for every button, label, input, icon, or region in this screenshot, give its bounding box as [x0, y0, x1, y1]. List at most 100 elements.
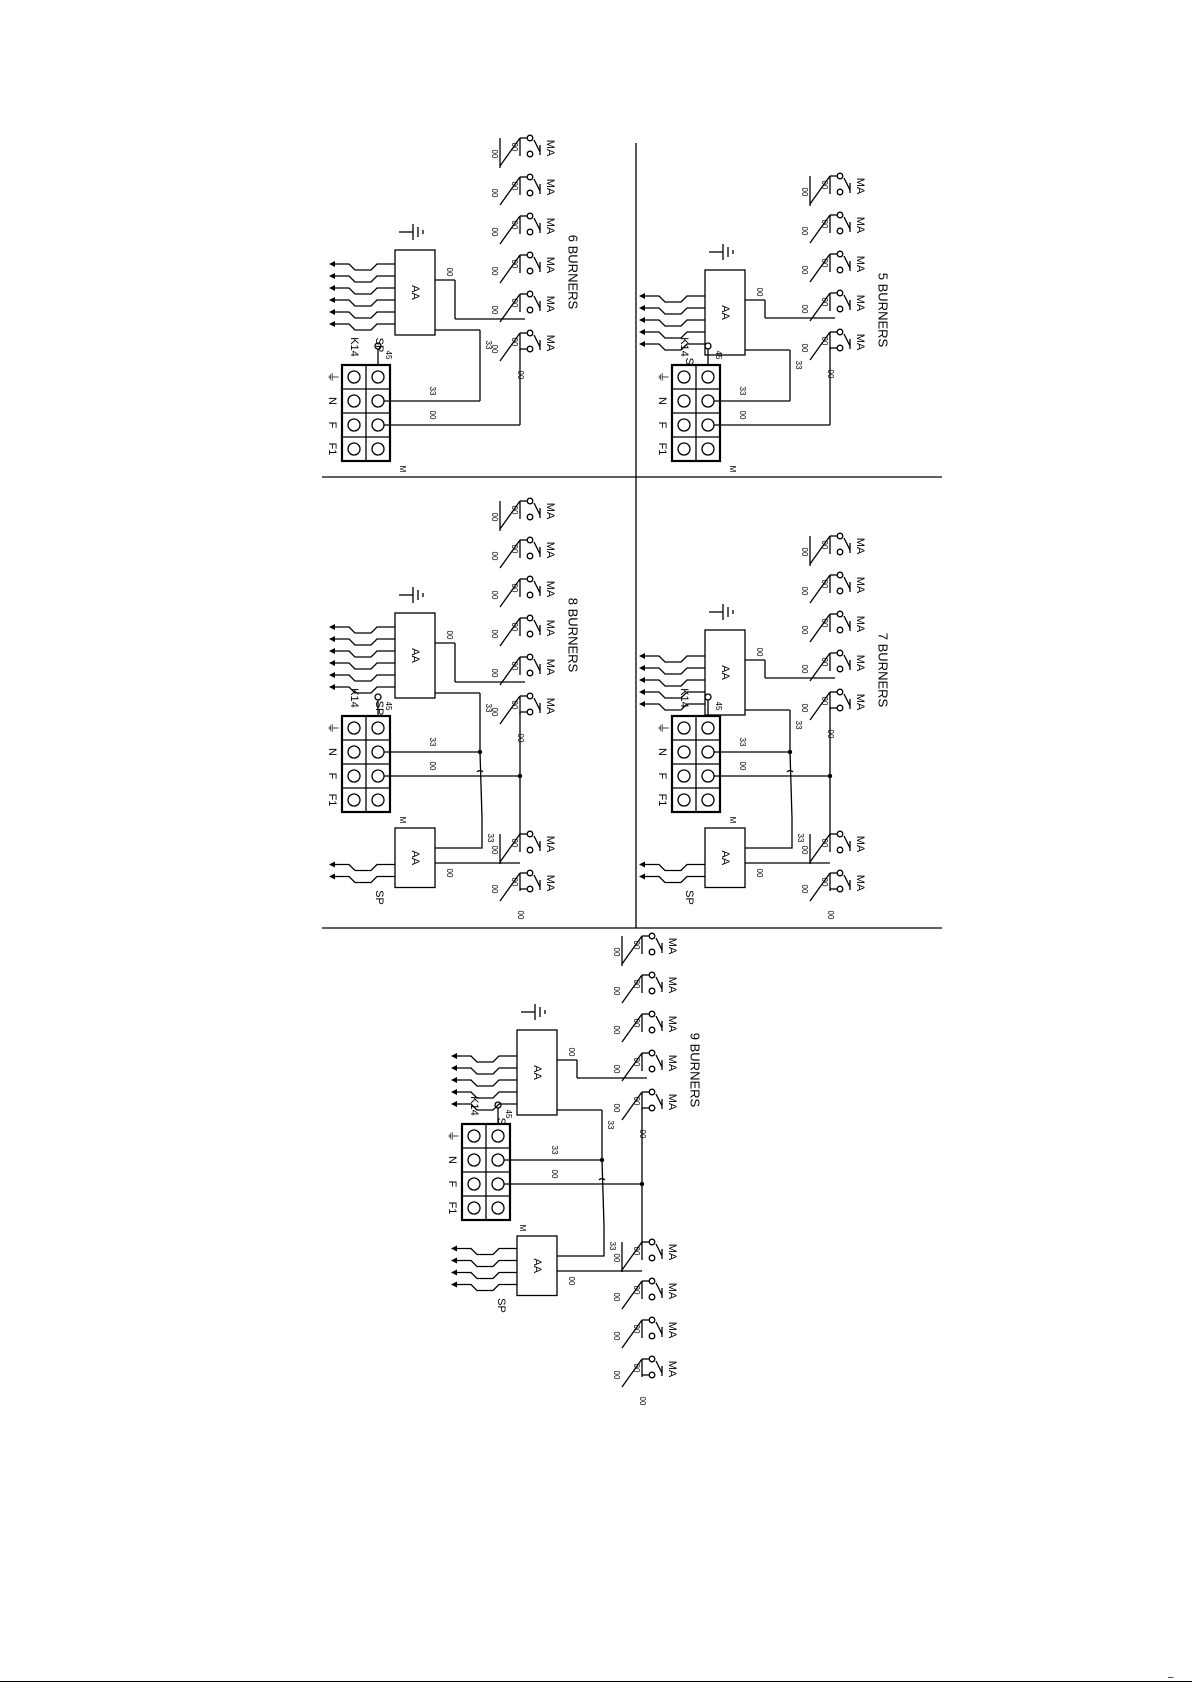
spark-arrow: [329, 285, 335, 291]
terminal-label-n: N: [446, 1156, 458, 1164]
ground-icon: ⏚: [326, 371, 340, 383]
wire-label-00: 00: [612, 1104, 621, 1113]
wire-label-00: 00: [567, 1277, 576, 1286]
switch-diagonal-wire: [621, 974, 643, 1004]
terminal-block-label: M: [518, 1225, 527, 1232]
spark-arrow: [639, 305, 645, 311]
switch-blade: [533, 541, 541, 555]
switch-bottom-contact: [836, 188, 844, 196]
switch-top-contact: [648, 1010, 656, 1018]
wire-label-00: 00: [612, 1065, 621, 1074]
switch-label: MA: [666, 977, 678, 994]
wire-label-00: 00: [738, 762, 747, 771]
switch-blade: [533, 217, 541, 231]
wire-label-00: 00: [490, 345, 499, 354]
wire-label-00: 00: [490, 591, 499, 600]
spark-arrow: [639, 341, 645, 347]
switch-top-contact: [836, 532, 844, 540]
switch-diagonal-wire: [499, 617, 521, 647]
wire-label-00: 00: [490, 630, 499, 639]
spark-arrow: [329, 624, 335, 630]
switch-diagonal-wire: [809, 535, 831, 565]
wire-label-00: 00: [567, 1048, 576, 1057]
switch-bottom-contact: [836, 665, 844, 673]
wire-label-00: 00: [510, 545, 519, 554]
spark-lead: [645, 655, 705, 663]
switch-diagonal-wire: [499, 500, 521, 530]
spark-lead: [645, 343, 705, 351]
switch-top-contact: [836, 571, 844, 579]
panel-title: 8 BURNERS: [566, 598, 581, 673]
terminal-screw: [701, 721, 715, 735]
switch-diagonal-wire: [809, 574, 831, 604]
ground-icon: ⏚: [446, 1130, 460, 1142]
connector-label: K14: [678, 688, 690, 708]
wire-label-00: 00: [510, 299, 519, 308]
switch-diagonal-wire: [621, 1358, 643, 1388]
switch-label: MA: [544, 257, 556, 274]
terminal-screw: [347, 418, 361, 432]
switch-blade: [533, 580, 541, 594]
switch-label: MA: [666, 1055, 678, 1072]
switch-top-contact: [526, 575, 534, 583]
switch-top-contact: [836, 211, 844, 219]
wire-label-45: 45: [384, 702, 393, 711]
switch-label: MA: [544, 836, 556, 853]
spark-lead: [457, 1271, 517, 1280]
terminal-screw: [677, 418, 691, 432]
switch-bottom-contact: [836, 305, 844, 313]
spark-lead: [645, 875, 705, 884]
wire-label-00: 00: [490, 552, 499, 561]
wire-label-00: 00: [800, 305, 809, 314]
controller-wire-33: [745, 818, 793, 849]
switch-top-contact: [526, 134, 534, 142]
wire-label-00: 00: [510, 623, 519, 632]
switch-blade: [843, 693, 851, 707]
terminal-label-f: F: [656, 773, 668, 780]
panel-dividers: [322, 143, 942, 929]
switch-top-contact: [836, 688, 844, 696]
terminal-screw: [677, 721, 691, 735]
wire-label-00: 00: [820, 697, 829, 706]
spark-lead: [457, 1055, 517, 1063]
switch-blade: [533, 256, 541, 270]
wire-label-00: 00: [632, 1097, 641, 1106]
k14-contact: [704, 693, 712, 701]
switch-bottom-contact: [526, 552, 534, 560]
terminal-screw: [347, 442, 361, 456]
switch-label: MA: [666, 1016, 678, 1033]
wire-label-33: 33: [484, 704, 493, 713]
switch-blade: [533, 697, 541, 711]
switch-label: MA: [854, 577, 866, 594]
switch-bottom-contact: [648, 1104, 656, 1112]
spark-lead: [335, 674, 395, 682]
wire-label-00: 00: [510, 701, 519, 710]
k14-contact: [494, 1101, 502, 1109]
junction-dot: [639, 1181, 645, 1187]
wire-label-00: 00: [490, 189, 499, 198]
wire-label-00: 00: [820, 259, 829, 268]
wire-label-00: 00: [632, 1364, 641, 1373]
terminal-label-f: F: [326, 773, 338, 780]
switch-blade: [843, 294, 851, 308]
switch-diagonal-wire: [499, 695, 521, 725]
switch-diagonal-wire: [499, 137, 521, 167]
ground-icon: ⏚: [656, 371, 670, 383]
wire-label-00: 00: [612, 1293, 621, 1302]
controller-box: [516, 1029, 558, 1116]
wire-label-00: 00: [632, 1325, 641, 1334]
terminal-screw: [347, 793, 361, 807]
wire-label-00: 00: [632, 1247, 641, 1256]
wire-crossover: [786, 770, 794, 773]
wire-label-00: 00: [490, 846, 499, 855]
